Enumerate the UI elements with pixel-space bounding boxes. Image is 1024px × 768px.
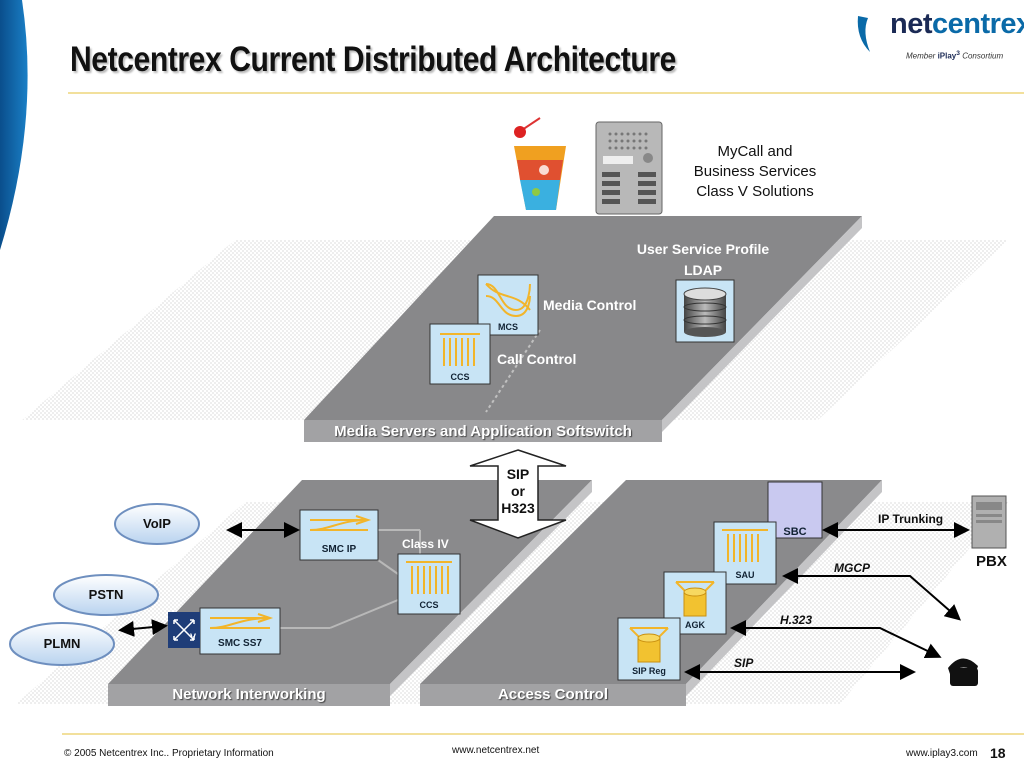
top-plane-label: Media Servers and Application Softswitch [334, 423, 632, 440]
call-control-label: Call Control [497, 351, 577, 367]
smc-ss7-node [199, 607, 281, 655]
mcs-label: MCS [498, 322, 518, 332]
sau-label: SAU [735, 570, 755, 580]
sip-label: SIP [734, 656, 754, 670]
mycall-caption: MyCall and Business Services Class V Sol… [660, 142, 850, 202]
sip-arrow-line3: H323 [501, 500, 535, 516]
pstn-ellipse [53, 574, 159, 616]
mycall-line-1: MyCall and [717, 143, 793, 160]
smc-ip-node [299, 509, 379, 561]
switch-v-label: V [190, 632, 197, 642]
smc-ip-label: SMC IP [321, 544, 357, 555]
h323-label: H.323 [780, 613, 813, 627]
pbx-label: PBX [976, 553, 1007, 570]
sip-arrow-label: SIP or H323 [498, 466, 538, 517]
ccs-interworking-node [397, 553, 461, 615]
agk-node [663, 571, 727, 635]
mycall-line-3: Class V Solutions [696, 183, 814, 200]
ccs-interworking-label: CCS [419, 600, 439, 610]
cocktail-icon [514, 117, 566, 210]
business-services-panel-icon [595, 121, 663, 215]
blue-swoosh [0, 0, 28, 250]
switch-v-icon [168, 612, 200, 648]
netcentrex-logo: netcentrex [890, 8, 1024, 41]
pbx-icon [971, 495, 1007, 549]
voip-ellipse [114, 503, 200, 545]
logo-member-line: Member iPlay3 Consortium [906, 50, 1003, 61]
agk-label: AGK [685, 620, 705, 630]
logo-member: Member [906, 51, 936, 61]
plmn-ellipse [9, 622, 115, 666]
page-title: Netcentrex Current Distributed Architect… [70, 40, 676, 79]
sip-arrow-line1: SIP [506, 466, 530, 482]
logo-iplay-sup: 3 [956, 50, 960, 57]
class-iv-label: Class IV [402, 537, 449, 551]
netcentrex-swoosh-icon [857, 16, 870, 52]
logo-iplay: iPlay [937, 51, 957, 61]
sbc-label: SBC [783, 526, 807, 538]
ccs-top-label: CCS [450, 372, 470, 382]
sip-reg-label: SIP Reg [632, 666, 666, 676]
access-plane-label: Access Control [497, 686, 609, 703]
mycall-line-2: Business Services [693, 163, 817, 180]
page-number: 18 [990, 745, 1006, 761]
ccs-top-node [429, 323, 491, 385]
telephone-icon [948, 658, 978, 686]
top-plane-side [662, 216, 862, 432]
top-plane-front [304, 420, 662, 442]
voip-label: VoIP [143, 516, 171, 531]
sbc-node [767, 481, 823, 539]
user-service-profile-label: User Service Profile [636, 241, 770, 257]
sip-arrow-line2: or [511, 483, 525, 499]
logo-brand-a: net [890, 8, 933, 40]
sip-reg-node [617, 617, 681, 681]
footer-site-netcentrex[interactable]: www.netcentrex.net [452, 745, 540, 756]
ldap-db-node [675, 279, 735, 343]
footer-site-iplay3[interactable]: www.iplay3.com [906, 748, 978, 759]
mgcp-label: MGCP [834, 561, 870, 575]
media-control-label: Media Control [543, 297, 637, 313]
logo-consortium: Consortium [962, 51, 1004, 61]
sip-h323-arrow [469, 449, 567, 539]
sau-node [713, 521, 777, 585]
pstn-label: PSTN [88, 587, 124, 602]
interworking-plane-label: Network Interworking [172, 686, 326, 703]
ip-trunking-label: IP Trunking [878, 512, 944, 526]
logo-brand-b: centrex [932, 8, 1024, 40]
smc-ss7-label: SMC SS7 [218, 638, 262, 649]
footer-copyright: © 2005 Netcentrex Inc.. Proprietary Info… [64, 748, 274, 759]
ldap-label: LDAP [683, 262, 723, 278]
plmn-label: PLMN [43, 636, 81, 651]
